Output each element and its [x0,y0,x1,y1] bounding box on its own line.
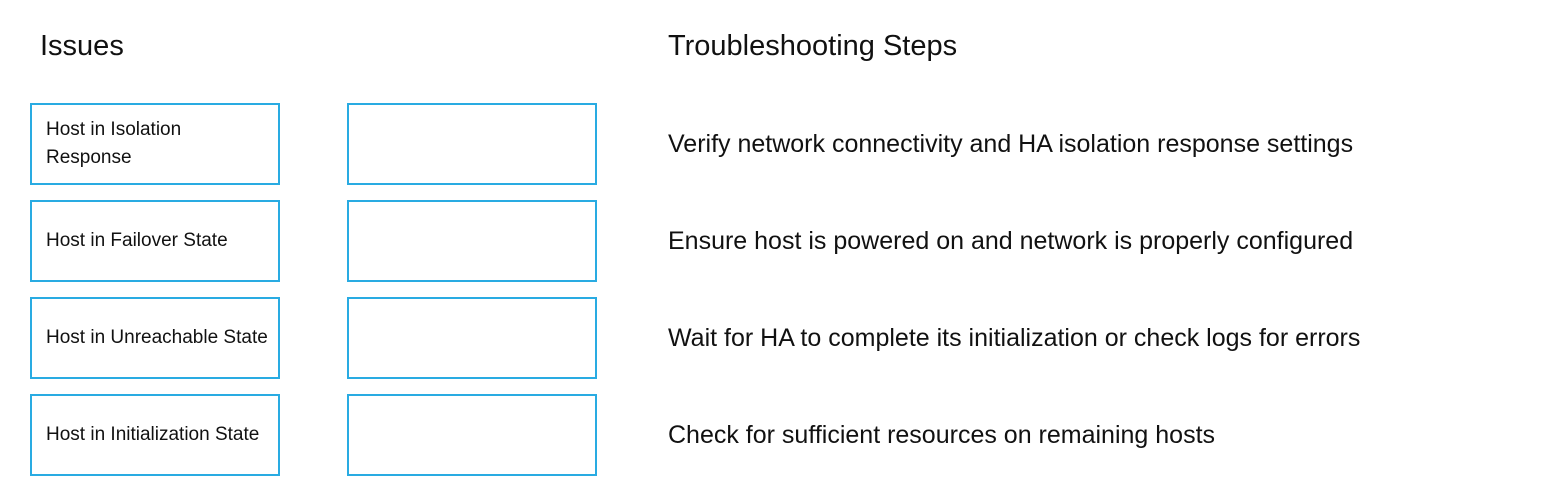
issue-box-host-in-initialization-state[interactable]: Host in Initialization State [30,394,280,476]
troubleshooting-step-1: Verify network connectivity and HA isola… [668,129,1354,158]
drop-target-2[interactable] [347,200,597,282]
issue-box-host-in-isolation-response[interactable]: Host in Isolation Response [30,103,280,185]
issue-box-host-in-failover-state[interactable]: Host in Failover State [30,200,280,282]
issues-heading: Issues [40,30,124,62]
issue-label: Host in Unreachable State [46,326,268,348]
troubleshooting-steps-heading: Troubleshooting Steps [668,30,958,62]
drop-target-4[interactable] [347,394,597,476]
issue-label: Host in Initialization State [46,423,260,445]
troubleshooting-step-2: Ensure host is powered on and network is… [668,226,1354,255]
troubleshooting-step-4: Check for sufficient resources on remain… [668,420,1216,449]
issue-label: Host in Isolation Response [46,118,182,169]
issue-box-host-in-unreachable-state[interactable]: Host in Unreachable State [30,297,280,379]
drop-target-1[interactable] [347,103,597,185]
issue-label: Host in Failover State [46,229,228,251]
troubleshooting-step-3: Wait for HA to complete its initializati… [668,323,1361,352]
drop-target-3[interactable] [347,297,597,379]
